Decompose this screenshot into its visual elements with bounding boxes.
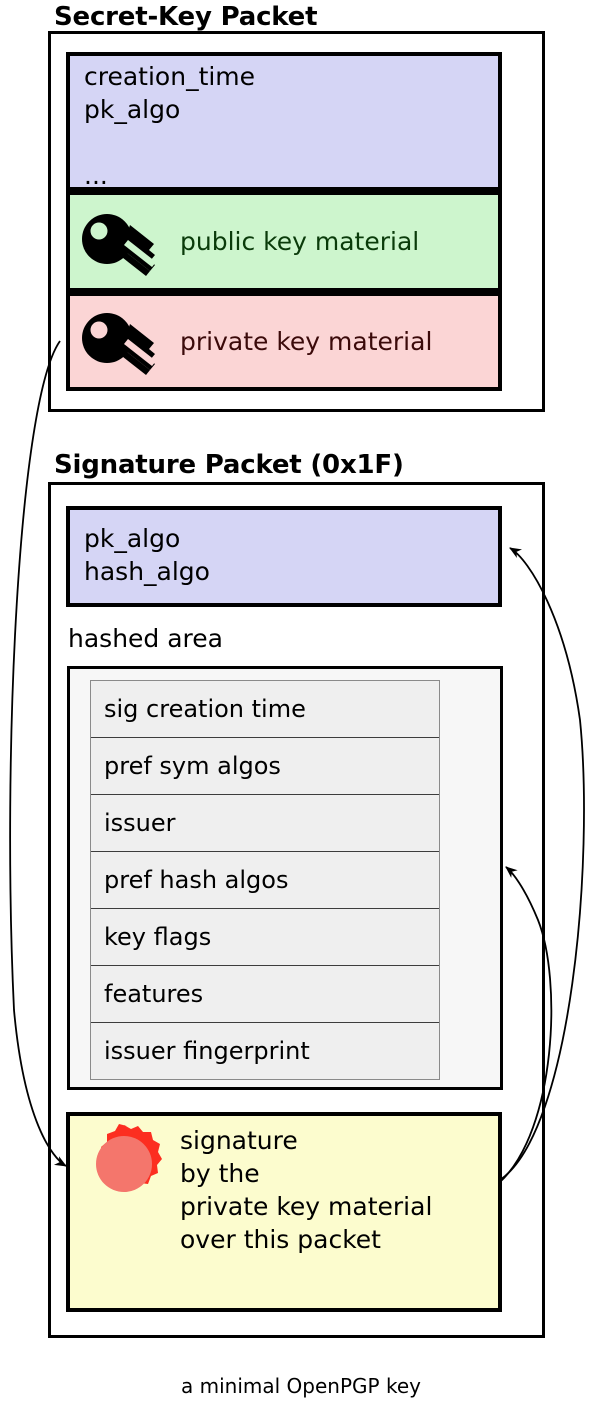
subpacket-row: sig creation time: [91, 681, 439, 738]
subpacket-row: features: [91, 966, 439, 1023]
subpacket-row: pref sym algos: [91, 738, 439, 795]
signature-block-text: signature by the private key material ov…: [180, 1126, 433, 1254]
key-icon: [82, 214, 156, 276]
wax-seal-icon: [96, 1124, 162, 1192]
private-key-material-box: private key material: [66, 292, 502, 391]
secret-key-header-fields-text: creation_time pk_algo ...: [84, 62, 256, 190]
secret-key-header-fields-box: creation_time pk_algo ...: [66, 52, 502, 191]
signature-algo-fields-text: pk_algo hash_algo: [84, 524, 210, 586]
diagram-caption: a minimal OpenPGP key: [181, 1374, 421, 1398]
hashed-area-label: hashed area: [68, 624, 223, 653]
signature-packet-title: Signature Packet (0x1F): [54, 450, 404, 480]
private-key-material-label: private key material: [180, 327, 433, 356]
key-icon: [82, 313, 156, 375]
public-key-material-label: public key material: [180, 227, 420, 256]
subpacket-row: key flags: [91, 909, 439, 966]
signature-block-box: signature by the private key material ov…: [66, 1112, 502, 1312]
secret-key-packet-title: Secret-Key Packet: [54, 2, 318, 32]
public-key-material-box: public key material: [66, 191, 502, 292]
subpacket-row: pref hash algos: [91, 852, 439, 909]
signature-algo-fields-box: pk_algo hash_algo: [66, 506, 502, 607]
subpacket-row: issuer: [91, 795, 439, 852]
subpacket-row: issuer fingerprint: [104, 1037, 310, 1065]
